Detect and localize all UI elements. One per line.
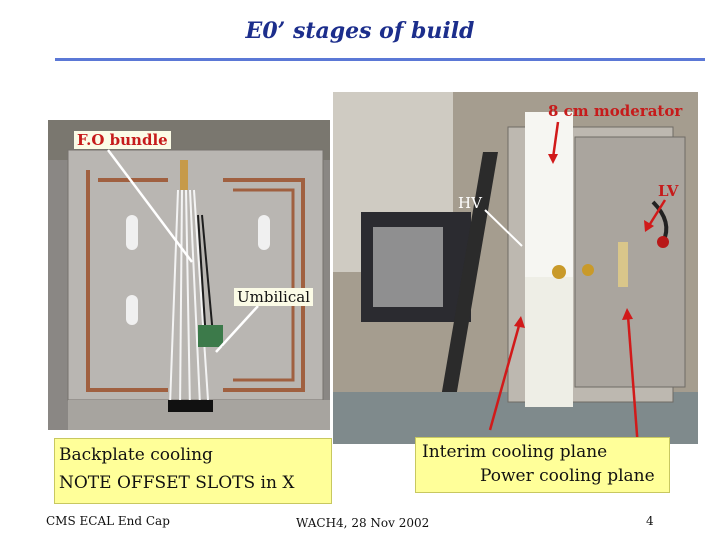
page-number: 4 (646, 514, 654, 528)
fo-bundle-label: F.O bundle (74, 131, 171, 149)
moderator-label: 8 cm moderator (548, 102, 683, 120)
moderator-assembly-photo (333, 92, 698, 444)
backplate-cooling-text: Backplate cooling (59, 445, 213, 465)
backplate-cooling-callout: Backplate cooling NOTE OFFSET SLOTS in X (54, 438, 332, 504)
power-cooling-text: Power cooling plane (480, 466, 655, 486)
cooling-planes-callout: Interim cooling plane Power cooling plan… (415, 437, 670, 493)
backplate-photo (48, 120, 330, 430)
lv-label: LV (658, 182, 679, 200)
slide-title: E0’ stages of build (245, 18, 475, 44)
backplate-photo-drawing (48, 120, 330, 430)
footer-center: WACH4, 28 Nov 2002 (296, 516, 430, 530)
offset-slots-note: NOTE OFFSET SLOTS in X (59, 473, 295, 493)
title-divider (55, 58, 705, 61)
moderator-photo-drawing (333, 92, 698, 444)
hv-label: HV (458, 194, 482, 212)
umbilical-label: Umbilical (234, 288, 314, 306)
interim-cooling-text: Interim cooling plane (422, 442, 608, 462)
footer-left: CMS ECAL End Cap (46, 514, 170, 528)
